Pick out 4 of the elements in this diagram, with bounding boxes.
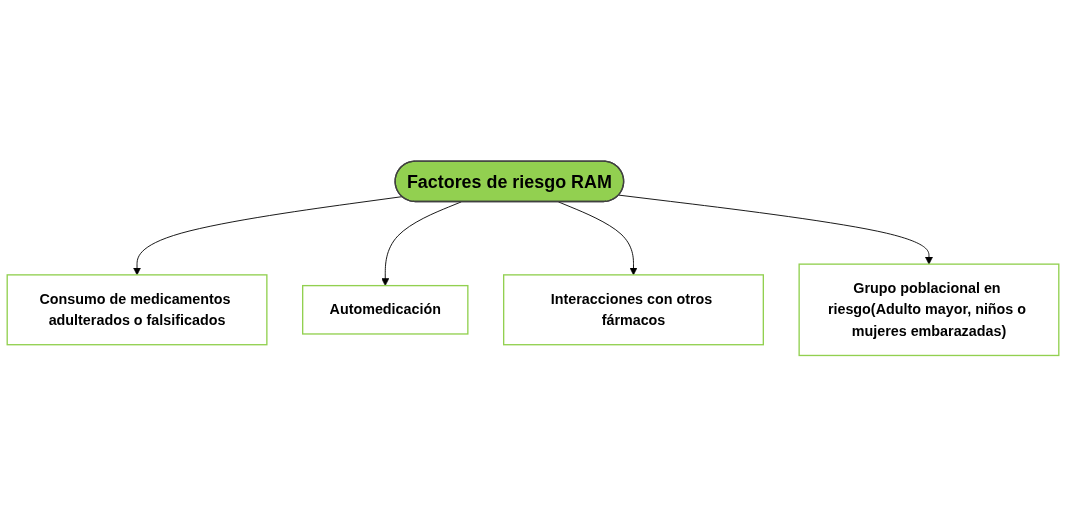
node-box: Interacciones con otros fármacos bbox=[503, 274, 764, 346]
node-box: Automedicación bbox=[302, 285, 469, 335]
node-box: Consumo de medicamentos adulterados o falsificados bbox=[6, 274, 268, 346]
node-box: Grupo poblacional en riesgo(Adulto mayor, niños o mujeres embarazadas) bbox=[798, 263, 1060, 357]
